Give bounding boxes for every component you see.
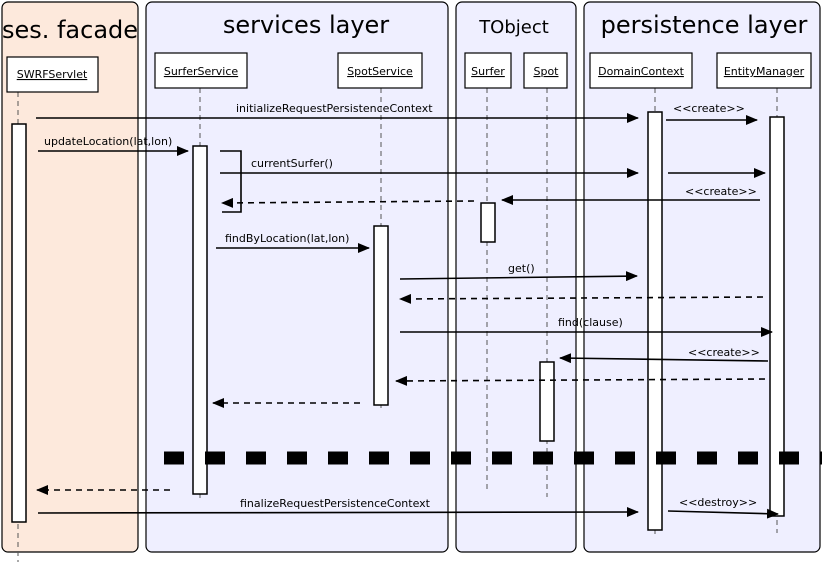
domain-context-box [589,52,693,89]
create2-label: <<create>> [685,185,757,198]
surfer-activation [480,202,496,243]
spot-activation [539,361,555,442]
surfer-service-activation [192,145,208,495]
domain-context-label: DomainContext [598,65,684,78]
finalize-ctx-arrow [37,507,639,518]
spot-label: Spot [533,65,559,78]
destroy-label: <<destroy>> [679,496,757,509]
get-label: get() [508,262,535,275]
surfer-box [464,52,512,89]
finalize-ctx-label: finalizeRequestPersistenceContext [240,497,431,510]
swrf-servlet-activation [11,123,27,523]
current-surfer-label: currentSurfer() [251,157,333,170]
spot-service-activation [373,225,389,406]
get-arrow [399,271,638,282]
facade-lane-title: ses. facade [2,16,138,44]
update-location-label: updateLocation(lat,lon) [44,135,172,148]
surfer-service-label: SurferService [164,65,239,78]
spot-box [523,52,568,89]
init-ctx-label: initializeRequestPersistenceContext [236,102,433,115]
entity-manager-label: EntityManager [724,65,805,78]
facade-lane [1,1,139,553]
entity-manager-box [716,52,812,89]
create3-arrow [559,353,769,364]
spot-service-label: SpotService [347,65,413,78]
get-return [399,293,764,304]
create3-label: <<create>> [688,346,760,359]
surfer-service-box [154,52,248,89]
spot-service-box [337,52,423,89]
create1-label: <<create>> [673,102,745,115]
current-surfer-return [221,197,475,208]
destroy-arrow [667,508,779,519]
domain-context-activation [647,111,663,531]
swrf-servlet-label: SWRFServlet [17,68,88,81]
self-call-bracket [220,150,242,213]
services-lane-title: services layer [223,11,389,39]
surfer-label: Surfer [471,65,505,78]
find-by-location-label: findByLocation(lat,lon) [225,232,349,245]
services-layer-lane [145,1,449,553]
swrf-servlet-box [6,56,99,93]
persistence-lane-title: persistence layer [601,11,808,39]
tobject-lane-title: TObject [478,17,549,38]
find-label: find(clause) [558,316,623,329]
